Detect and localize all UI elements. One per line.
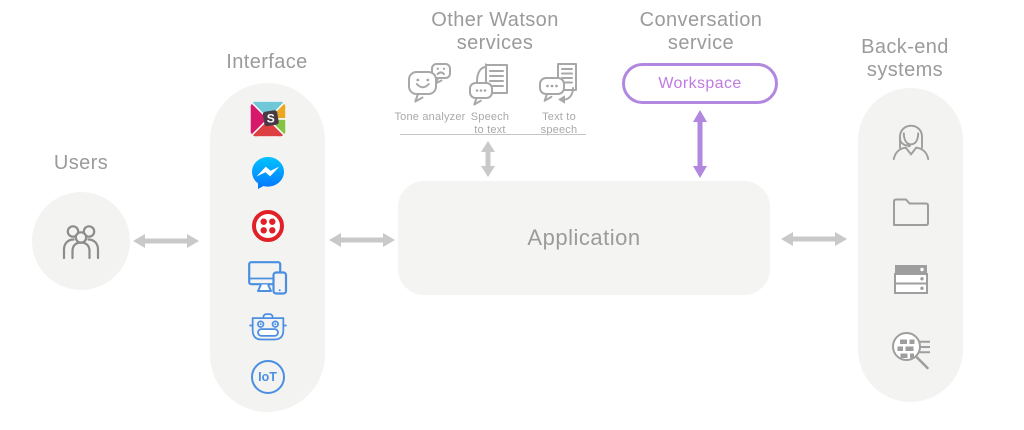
devices-icon — [247, 260, 288, 295]
arrow-users-interface — [133, 232, 199, 250]
tone-analyzer-label: Tone analyzer — [394, 111, 466, 123]
arrow-workspace-application — [691, 110, 709, 178]
watson-service-text-to-speech: Text to speech — [521, 60, 597, 136]
watson-services-title: Other Watson services — [431, 9, 559, 54]
slack-icon: S — [249, 101, 286, 137]
users-node — [32, 192, 130, 290]
bot-icon — [248, 312, 288, 343]
application-label: Application — [527, 225, 641, 250]
messenger-icon — [249, 154, 287, 192]
watson-services-divider — [400, 134, 586, 135]
backend-panel — [858, 88, 963, 402]
interface-panel: S — [210, 83, 325, 412]
text-to-speech-label: Text to speech — [540, 111, 578, 136]
backend-systems-title: Back-end systems — [861, 36, 949, 81]
twilio-icon — [251, 209, 285, 243]
workspace-label: Workspace — [658, 74, 742, 92]
speech-to-text-label: Speech to text — [470, 111, 510, 136]
arrow-watson-application — [479, 141, 497, 177]
watson-service-tone-analyzer: Tone analyzer — [384, 60, 476, 124]
users-group-icon — [58, 220, 104, 262]
conversation-service-title: Conversation service — [639, 9, 763, 54]
search-data-icon — [889, 330, 933, 372]
iot-icon: IoT — [250, 359, 285, 394]
speech-to-text-icon — [469, 60, 511, 106]
interface-title: Interface — [226, 51, 308, 73]
watson-service-speech-to-text: Speech to text — [452, 60, 528, 136]
text-to-speech-icon — [538, 60, 580, 106]
arrow-interface-application — [329, 231, 395, 249]
folder-icon — [892, 197, 930, 227]
slack-letter: S — [266, 112, 274, 126]
arrow-application-backend — [781, 230, 847, 248]
users-title: Users — [53, 152, 109, 174]
application-node: Application — [398, 181, 770, 295]
workspace-node: Workspace — [622, 63, 778, 104]
server-icon — [893, 263, 929, 295]
support-agent-icon — [889, 118, 933, 162]
tone-analyzer-icon — [407, 60, 453, 106]
iot-label: IoT — [258, 369, 277, 384]
